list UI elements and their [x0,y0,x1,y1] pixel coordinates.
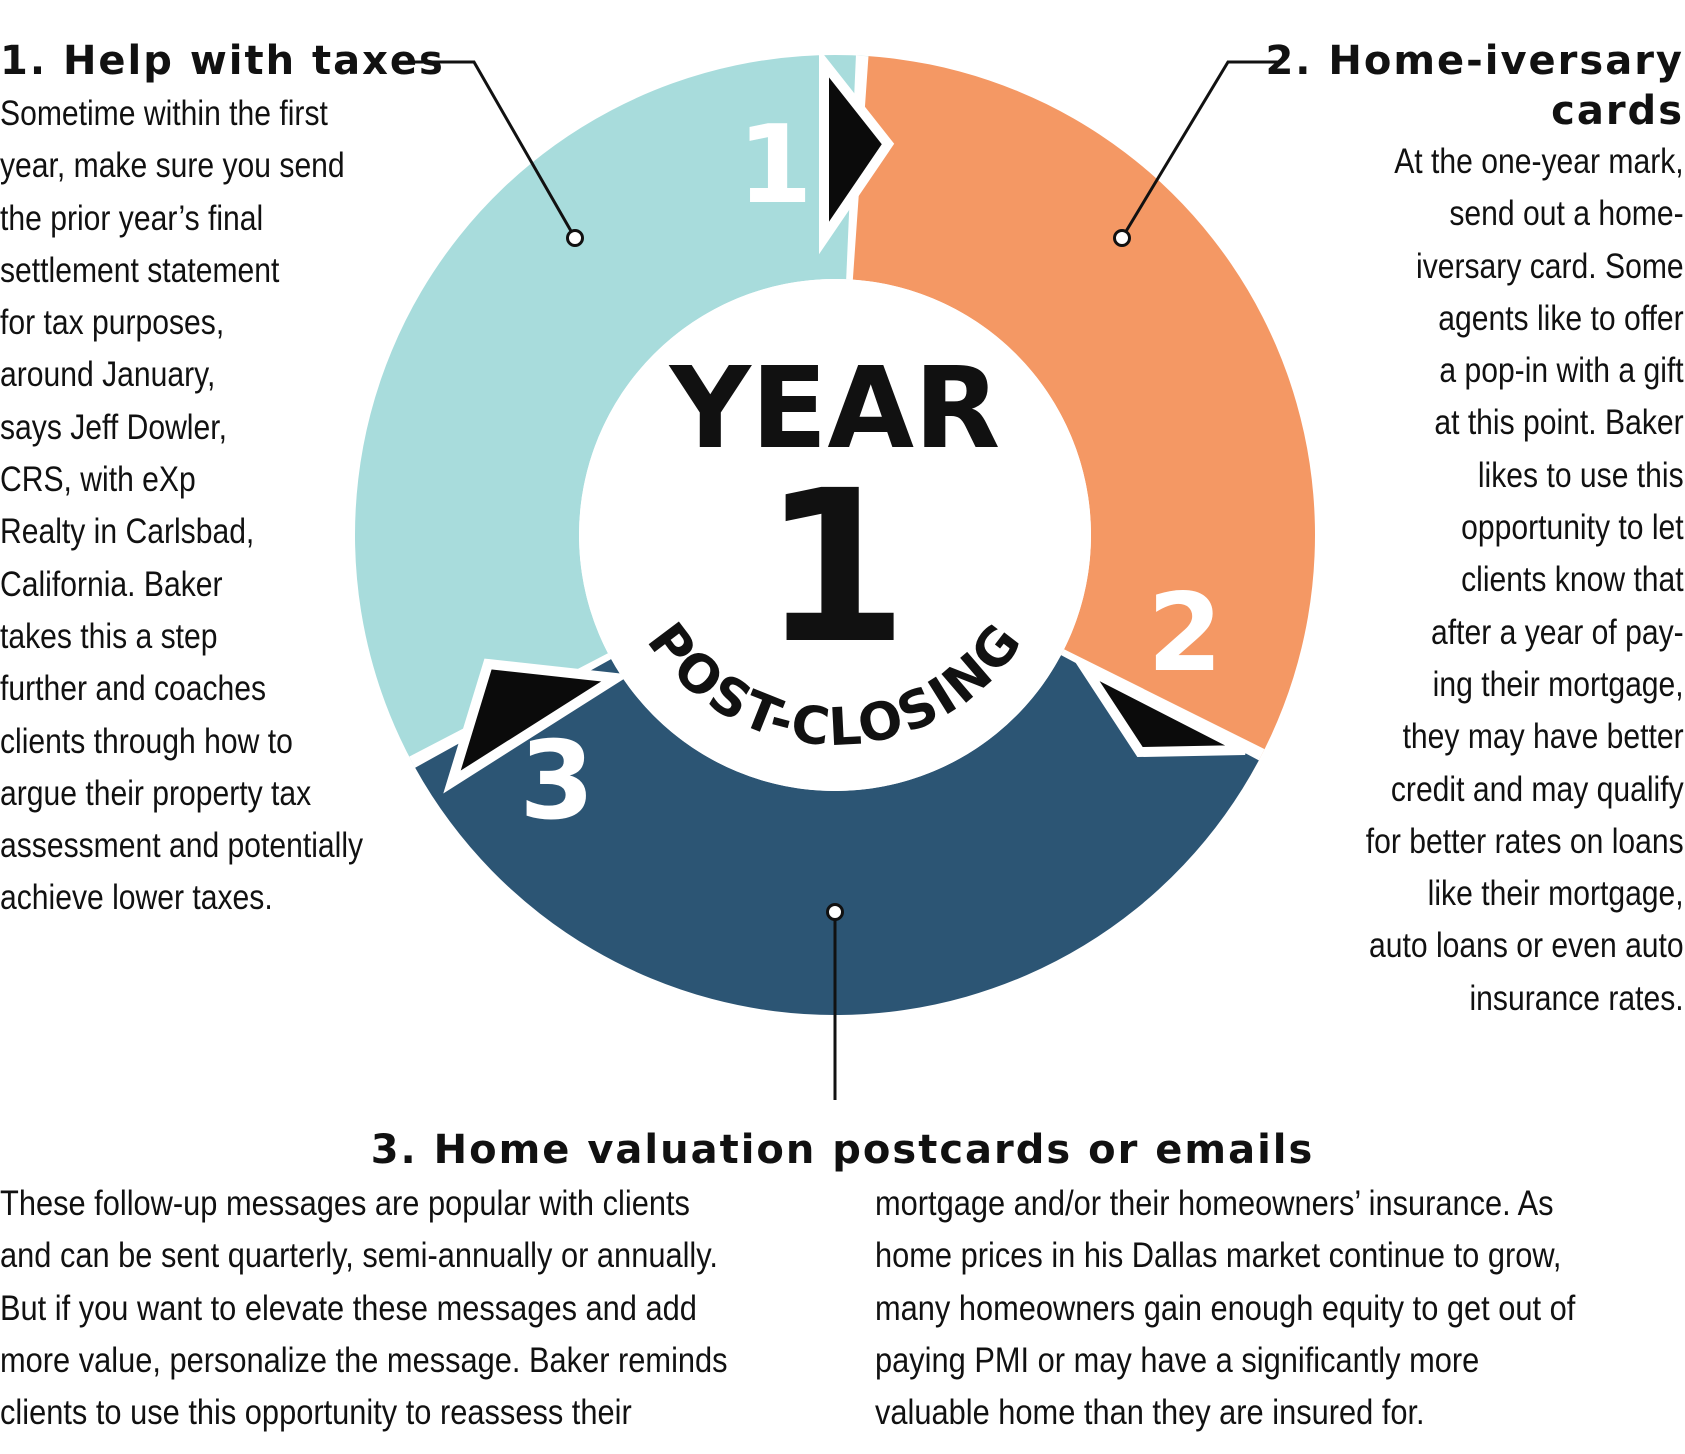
text-line: At the one-year mark, [1394,142,1684,181]
text-line: assessment and potentially [0,826,364,866]
leaders-layer [392,60,1278,1100]
leader-line-2 [1120,60,1278,239]
ring-segment-2 [852,56,1315,790]
step-1-heading: 1. Help with taxes [0,38,445,84]
text-line: after a year of pay- [1431,612,1684,652]
text-line: for tax purposes, [0,303,225,343]
text-line: But if you want to elevate these message… [0,1288,697,1328]
text-line: clients to use this opportunity to reass… [0,1393,632,1433]
step-2-heading-line: cards [1551,88,1684,134]
direction-arrow-1 [819,48,895,255]
center-layer: YEAR 1 POST-CLOSING [579,279,1091,791]
text-line: Realty in Carlsbad, [0,512,255,552]
segments-layer [354,54,1315,1016]
text-line: achieve lower taxes. [0,878,273,918]
text-line: paying PMI or may have a significantly m… [875,1340,1480,1380]
text-line: iversary card. Some [1416,246,1684,286]
text-line: year, make sure you send [0,146,345,186]
step-3-body-column-2: mortgage and/or their homeowners’ insura… [875,1178,1671,1439]
text-line: says Jeff Dowler, [0,407,227,447]
text-line: clients know that [1461,560,1684,600]
ring-segment-3 [415,655,1259,1016]
text-line: a pop-in with a gift [1439,351,1684,391]
text-line: credit and may qualify [1391,769,1684,809]
markers-layer [443,48,1248,794]
text-line: opportunity to let [1461,508,1684,548]
text-line: These follow-up messages are popular wit… [0,1184,690,1223]
direction-arrow-2 [1070,654,1248,758]
text-line: clients through how to [0,721,293,761]
text-line: agents like to offer [1438,298,1684,338]
text-line: home prices in his Dallas market continu… [875,1236,1562,1276]
center-disc [579,279,1091,791]
step-3-heading: 3. Home valuation postcards or emails [370,1127,1315,1173]
text-line: valuable home than they are insured for. [875,1393,1425,1433]
center-year-text: YEAR [668,344,1001,474]
step-3-body-column-1: These follow-up messages are popular wit… [0,1178,827,1439]
leader-line-1 [392,60,577,239]
text-line: the prior year’s final [0,198,264,238]
text-line: for better rates on loans [1366,821,1684,861]
text-line: further and coaches [0,669,267,709]
step-2-heading: 2. Home-iversary cards [1265,36,1684,136]
text-line: like their mortgage, [1428,874,1684,914]
text-line: many homeowners gain enough equity to ge… [875,1288,1576,1328]
text-line: send out a home- [1449,194,1684,234]
text-line: insurance rates. [1469,978,1684,1018]
center-number-text: 1 [762,445,908,690]
text-line: at this point. Baker [1434,403,1684,443]
text-line: takes this a step [0,616,218,656]
step-2-heading-line: 2. Home-iversary [1265,38,1684,84]
leader-dot-2 [1113,229,1131,247]
leader-dot-3 [826,903,844,921]
text-line: settlement statement [0,250,280,290]
step-2-body: At the one-year mark, send out a home-ive… [1314,136,1684,1025]
step-1-body: Sometime within the first year, make sure… [0,88,422,925]
text-line: CRS, with eXp [0,460,196,500]
segment-1-number: 1 [737,103,812,228]
ring-segment-1 [354,54,869,797]
text-line: ing their mortgage, [1433,664,1684,704]
numbers-layer: 1 2 3 [519,103,1222,844]
text-line: California. Baker [0,564,223,604]
text-line: likes to use this [1478,455,1684,495]
text-line: Sometime within the first [0,94,328,133]
text-line: more value, personalize the message. Bak… [0,1340,728,1380]
text-line: and can be sent quarterly, semi-annually… [0,1236,718,1276]
direction-arrow-3 [443,658,631,794]
text-line: they may have better [1402,717,1684,757]
segment-2-number: 2 [1147,571,1222,696]
text-line: mortgage and/or their homeowners’ insura… [875,1184,1554,1223]
text-line: argue their property tax [0,773,312,813]
text-line: around January, [0,355,216,395]
text-line: auto loans or even auto [1369,926,1684,966]
segment-3-number: 3 [519,719,594,844]
leader-dot-1 [566,229,584,247]
